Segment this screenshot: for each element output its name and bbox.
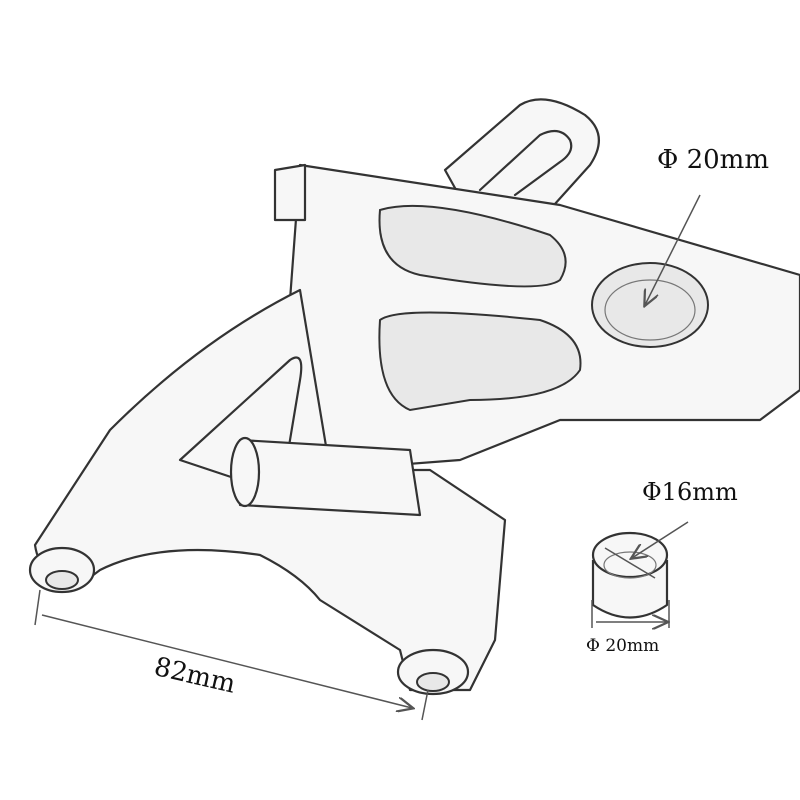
dim-ext-right (421, 689, 429, 721)
mount-hole-right (416, 672, 450, 692)
bore-diameter-label: Φ 20mm (657, 145, 769, 175)
top-boss (273, 163, 307, 222)
bore-leader-arrow (645, 194, 701, 305)
bushing-inner-diameter-label: Φ16mm (642, 478, 738, 506)
bore-hole (591, 262, 709, 348)
lower-cutout (378, 311, 582, 412)
bore-inner (604, 279, 696, 341)
bushing-diameter-line (604, 547, 656, 579)
upper-cutout (378, 204, 567, 288)
bushing-leader-arrow (632, 521, 689, 558)
pivot-boss (238, 438, 422, 517)
main-arm (288, 163, 800, 472)
bushing-outer-diameter-label: Φ 20mm (586, 636, 660, 656)
mount-hole-left (45, 570, 79, 590)
spacing-dimension-line (41, 614, 412, 708)
dim-ext-left (34, 589, 41, 626)
pivot-boss-end (229, 436, 261, 508)
bushing-top (591, 531, 669, 579)
arm-slot (478, 129, 573, 197)
